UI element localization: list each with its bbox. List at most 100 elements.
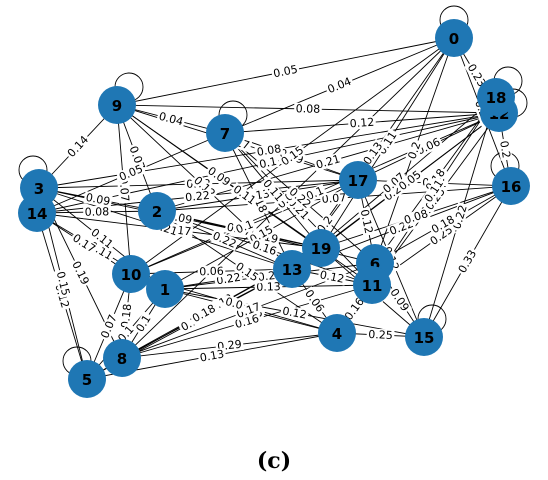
edge-weight-text: 0.21 [314, 152, 341, 171]
edge-label-background [357, 206, 376, 237]
node-label: 11 [362, 277, 383, 295]
edge-label-background [379, 169, 409, 197]
node-label: 16 [501, 178, 522, 196]
edge-label-10-4: 0.0 [222, 294, 246, 313]
node-label: 5 [82, 371, 92, 389]
edge-label-5-4: 0.13 [197, 347, 227, 365]
edge-label-background [395, 167, 425, 194]
edge-label-7-12: 0.12 [347, 116, 377, 131]
edge-label-12-16: 0.2 [497, 138, 513, 161]
node-1: 1 [146, 270, 184, 308]
edge-weight-text: 0.04 [158, 110, 185, 129]
edge-label-background [132, 311, 155, 336]
node-label: 18 [486, 89, 507, 107]
edge-weight-text: 0.09 [85, 191, 112, 208]
node-circle [112, 255, 150, 293]
network-graph: 0.050.040.080.040.230.20.330.140.080.090… [18, 5, 530, 398]
figure-caption: (c) [256, 448, 292, 474]
edge-label-background [53, 268, 73, 299]
edge-label-9-7: 0.04 [156, 110, 186, 129]
edge-label-background [87, 225, 117, 252]
edge-label-background [204, 163, 234, 190]
edge-label-background [69, 257, 92, 289]
edge-weight-text: 0.15 [54, 270, 73, 297]
edge-weight-text: 0.22 [185, 189, 211, 204]
edge-label-9-12: 0.08 [294, 102, 322, 116]
node-circle [405, 318, 443, 356]
edge-label-17-6: 0.12 [357, 206, 376, 237]
edge-weight-text: 0.13 [256, 280, 281, 293]
edge-label-background [285, 184, 315, 212]
edge-label-background [497, 138, 513, 161]
node-label: 0 [449, 30, 459, 48]
edge-label-8-3: 0.19 [69, 257, 92, 289]
node-circle [302, 229, 340, 267]
edge-label-background [413, 135, 444, 158]
node-circle [146, 270, 184, 308]
edge-label-background [115, 162, 147, 184]
edge-label-2-12: 0.21 [313, 152, 343, 172]
node-9: 9 [98, 86, 136, 124]
edge-weight-text: 0.13 [199, 347, 225, 364]
edge-label-8-10: 0.18 [119, 301, 134, 331]
edge-weight-text: 0.04 [326, 75, 354, 96]
node-label: 8 [117, 350, 127, 368]
edge-label-background [421, 176, 447, 206]
edge-label-background [277, 143, 308, 169]
node-5: 5 [68, 360, 106, 398]
edge-label-1-15: 0.12 [279, 304, 310, 322]
edge-weight-text: 0.05 [272, 63, 299, 81]
edge-label-background [455, 246, 480, 277]
edge-label-7-0: 0.04 [324, 74, 355, 97]
node-15: 15 [405, 318, 443, 356]
edge-label-background [83, 190, 113, 209]
edge-label-background [197, 347, 227, 365]
edge-label-2-16: 0.07 [319, 191, 349, 206]
node-label: 2 [152, 203, 162, 221]
node-circle [206, 114, 244, 152]
edge-weight-text: 0.12 [358, 208, 376, 235]
edge-weight-text: 0.08 [256, 142, 282, 159]
edge-label-background [229, 182, 260, 208]
node-circle [98, 86, 136, 124]
edge-label-background [347, 116, 377, 130]
edge-label-background [270, 62, 301, 81]
edge-label-background [324, 74, 355, 97]
node-circle [339, 161, 377, 199]
edge-weight-text: 0.08 [85, 205, 110, 218]
node-label: 17 [348, 172, 369, 190]
edge-label-background [426, 222, 457, 249]
edge-label-1-11: 0.13 [254, 280, 283, 294]
edge-label-background [190, 173, 219, 201]
edge-label-3-5: 0.15 [53, 268, 73, 299]
node-16: 16 [492, 167, 530, 205]
node-17: 17 [339, 161, 377, 199]
edge-label-10-13: 0.06 [197, 265, 226, 279]
node-11: 11 [353, 266, 391, 304]
edge-label-background [232, 217, 257, 237]
edge-label-background [209, 229, 240, 251]
node-13: 13 [273, 250, 311, 288]
node-label: 7 [220, 125, 230, 143]
edge-label-background [319, 191, 349, 206]
edge-label-background [317, 268, 347, 286]
edge-weight-text: 0.05 [117, 162, 145, 184]
node-label: 1 [160, 281, 170, 299]
edge-label-background [294, 102, 322, 116]
edge-label-background [64, 132, 92, 161]
edge-label-background [259, 176, 287, 205]
edge-weight-text: 0.07 [321, 191, 346, 206]
node-7: 7 [206, 114, 244, 152]
edge-weight-text: 0.1 [234, 218, 255, 237]
edge-weight-text: 0.06 [199, 265, 224, 279]
edge-label-4-15: 0.25 [366, 328, 395, 342]
edge-label-background [183, 189, 212, 204]
edge-label-10-17: 0.1 [232, 217, 257, 237]
node-circle [273, 250, 311, 288]
node-circle [477, 78, 515, 116]
edge-label-background [83, 205, 111, 219]
edge-label-0-6: 0.2 [405, 138, 424, 163]
edge-weight-text: 0.12 [349, 116, 374, 131]
edge-weight-text: 0.08 [296, 102, 321, 116]
edge-label-background [233, 300, 264, 321]
